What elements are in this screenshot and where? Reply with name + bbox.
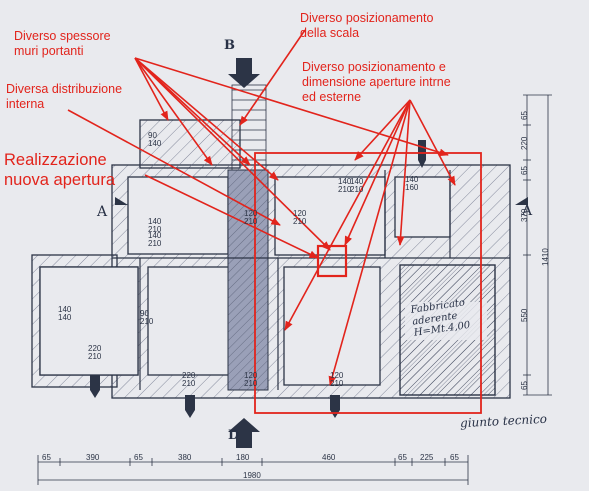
section-label-a-left: A	[97, 204, 108, 220]
total-width-dim: 1980	[243, 471, 261, 480]
bottom-dim: 65	[134, 453, 143, 462]
opening-label: 140 210	[338, 177, 352, 194]
opening-label: 140 210	[350, 177, 364, 194]
opening-label: 140 140	[58, 305, 72, 322]
annotation-new-opening-line2: nuova apertura	[4, 171, 115, 190]
annotation-new-opening: Realizzazione nuova apertura	[4, 150, 115, 190]
annotation-stair-position-line2: della scala	[300, 26, 360, 40]
annotation-wall-thickness: Diverso spessore muri portanti	[14, 29, 111, 59]
section-label-b: B	[224, 38, 235, 53]
dimension-lines	[37, 94, 552, 485]
bottom-dim: 460	[322, 453, 336, 462]
section-label-a-right: A	[522, 203, 533, 219]
annotation-new-opening-line1: Realizzazione	[4, 151, 107, 169]
annotation-openings-position-line1: Diverso posizionamento e	[302, 60, 446, 74]
right-dim: 220	[520, 136, 529, 150]
opening-label: 140 160	[405, 175, 419, 192]
annotation-openings-position-line2: dimensione aperture intrne	[302, 75, 451, 89]
right-dim: 550	[520, 308, 529, 322]
bottom-dim: 65	[450, 453, 459, 462]
opening-label: 140 210	[148, 217, 162, 234]
opening-label: 220 210	[182, 371, 196, 388]
opening-label: 90 140	[148, 131, 162, 148]
opening-label: 120 210	[293, 209, 307, 226]
bottom-dim: 65	[42, 453, 51, 462]
annotation-stair-position-line1: Diverso posizionamento	[300, 11, 434, 25]
bottom-dim: 180	[236, 453, 250, 462]
modified-area-box	[254, 152, 482, 414]
new-opening-box	[316, 244, 348, 278]
bottom-dim: 380	[178, 453, 192, 462]
annotation-internal-layout-line1: Diversa distribuzione	[6, 82, 123, 96]
opening-label: 220 210	[88, 344, 102, 361]
annotation-openings-position: Diverso posizionamento e dimensione aper…	[302, 60, 451, 105]
annotation-arrows	[67, 29, 456, 386]
bottom-dim: 225	[420, 453, 434, 462]
annotation-wall-thickness-line1: Diverso spessore	[14, 29, 111, 43]
opening-label: 140 210	[148, 231, 162, 248]
right-dim: 65	[520, 166, 529, 175]
right-dim: 65	[520, 111, 529, 120]
bottom-dim: 65	[398, 453, 407, 462]
annotation-wall-thickness-line2: muri portanti	[14, 44, 84, 58]
opening-label: 120 210	[244, 371, 258, 388]
opening-label: 90 210	[140, 309, 154, 326]
right-dim: 65	[520, 381, 529, 390]
opening-label: 120 210	[244, 209, 258, 226]
right-dim: 370	[520, 208, 529, 222]
annotation-internal-layout-line2: interna	[6, 97, 45, 111]
opening-label: 120 210	[330, 371, 344, 388]
annotation-internal-layout: Diversa distribuzione interna	[6, 82, 122, 112]
annotation-stair-position: Diverso posizionamento della scala	[300, 11, 433, 41]
section-label-d: D	[228, 428, 240, 443]
adjacent-building-label-bg	[405, 302, 487, 340]
right-total-dim: 1410	[541, 248, 550, 266]
annotation-openings-position-line3: ed esterne	[302, 90, 362, 104]
bottom-dim: 390	[86, 453, 100, 462]
stair-core-hatch	[228, 170, 268, 390]
